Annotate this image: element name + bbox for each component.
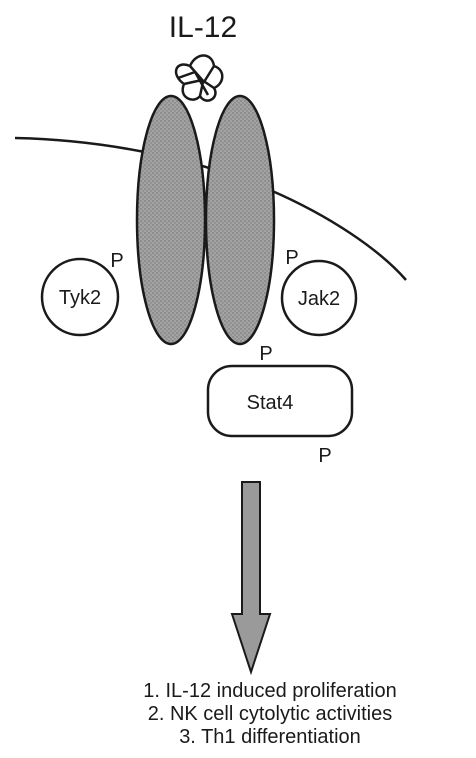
phospho-label-stat4: P bbox=[318, 445, 331, 467]
stat4-label: Stat4 bbox=[247, 392, 294, 414]
phospho-label-jak2: P bbox=[285, 247, 298, 269]
ligand-molecule bbox=[176, 56, 222, 101]
receptor-right bbox=[206, 96, 274, 344]
outcome-item: 3. Th1 differentiation bbox=[179, 726, 361, 748]
receptor-left bbox=[137, 96, 205, 344]
tyk2-label: Tyk2 bbox=[59, 287, 101, 309]
signaling-arrow bbox=[232, 482, 270, 672]
phospho-label-receptor: P bbox=[259, 343, 272, 365]
outcome-item: 1. IL-12 induced proliferation bbox=[143, 680, 397, 702]
ligand-label: IL-12 bbox=[169, 11, 237, 44]
jak2-label: Jak2 bbox=[298, 288, 340, 310]
outcome-item: 2. NK cell cytolytic activities bbox=[148, 703, 393, 725]
phospho-label-tyk2: P bbox=[110, 250, 123, 272]
